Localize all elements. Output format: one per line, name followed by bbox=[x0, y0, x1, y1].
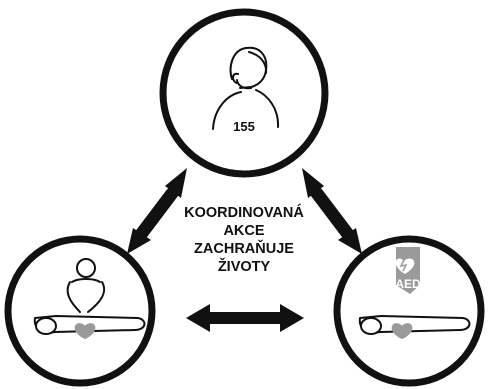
dispatcher-number: 155 bbox=[233, 119, 255, 134]
caption-line-1: KOORDINOVANÁ bbox=[184, 204, 304, 221]
patient-icon-left bbox=[33, 315, 146, 339]
heart-icon bbox=[74, 323, 96, 339]
caption-line-4: ŽIVOTY bbox=[218, 257, 271, 275]
aed-circle: AED bbox=[333, 235, 485, 387]
arrow-bottom bbox=[186, 304, 304, 332]
arrow-top-left bbox=[127, 168, 187, 254]
cpr-icon bbox=[66, 258, 106, 313]
heart-icon bbox=[391, 323, 413, 339]
dispatcher-circle: 155 bbox=[159, 8, 329, 178]
aed-label: AED bbox=[395, 277, 421, 291]
cpr-circle bbox=[4, 235, 156, 387]
caption: KOORDINOVANÁ AKCE ZACHRAŇUJE ŽIVOTY bbox=[184, 204, 304, 275]
caption-line-2: AKCE bbox=[223, 223, 264, 239]
aed-device-icon: AED bbox=[395, 247, 421, 294]
caption-line-3: ZACHRAŇUJE bbox=[194, 239, 294, 257]
patient-icon-right bbox=[358, 315, 471, 339]
dispatcher-icon bbox=[212, 46, 280, 130]
arrow-top-right bbox=[302, 168, 362, 254]
